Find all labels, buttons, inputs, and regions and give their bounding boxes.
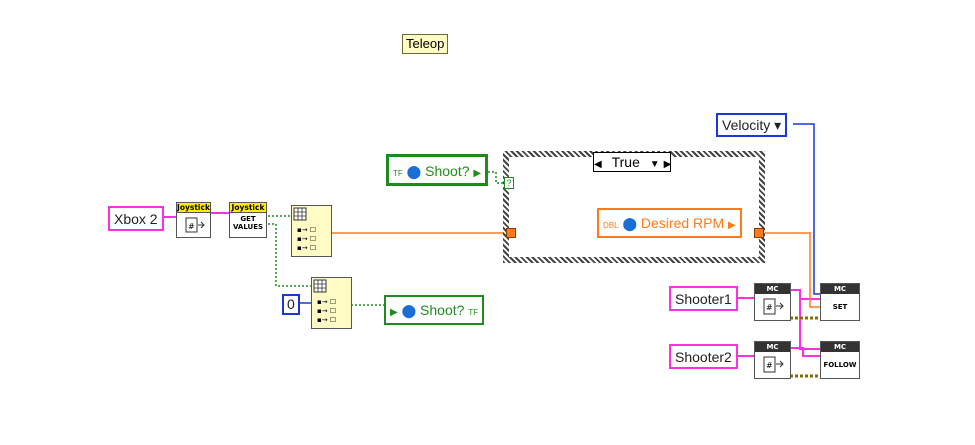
velocity-mode-ring[interactable]: Velocity ▾ [716,113,788,137]
svg-text:#: # [766,303,773,312]
mc2-refnum-wire [790,347,820,357]
desired-rpm-local[interactable]: DBL ⬤ Desired RPM ▶ [597,208,742,238]
tf-icon: TF [468,308,479,317]
joystick-get-vi-header: Joystick [230,203,266,213]
joystick-get-values-vi[interactable]: Joystick GET VALUES [229,202,267,238]
cluster-grid-icon-2: ▪→ ☐ ▪→ ☐ ▪→ ☐ [313,279,336,324]
case-selector[interactable]: ◀ True ▼ ▶ [593,152,671,172]
globe-icon-read: ⬤ [406,164,422,179]
svg-text:▪→ ☐: ▪→ ☐ [317,298,336,306]
shoot-local-write[interactable]: ▶ ⬤ Shoot? TF [384,295,485,325]
index-zero-constant[interactable]: 0 [282,294,300,315]
mc-follow-vi[interactable]: MC FOLLOW [820,341,860,379]
case-input-tunnel [506,228,516,238]
arrow-right-icon: ▶ [390,307,398,318]
svg-text:#: # [766,361,773,370]
document-arrow-icon-mc2: # [763,356,784,373]
joystick-get-label-2: VALUES [232,223,264,231]
selector-dropdown-icon[interactable]: ▼ [649,159,660,170]
cluster-grid-icon: ▪→ ☐ ▪→ ☐ ▪→ ☐ [293,207,316,252]
shoot-write-label: Shoot? [420,302,465,318]
selector-right-icon[interactable]: ▶ [663,159,672,170]
shoot-read-label: Shoot? [425,163,470,179]
mc-set-vi[interactable]: MC SET [820,283,860,321]
svg-text:▪→ ☐: ▪→ ☐ [297,235,316,243]
numeric-type-icon: DBL [603,221,619,230]
case-boolean-tunnel: ? [504,177,514,189]
svg-text:▪→ ☐: ▪→ ☐ [297,244,316,252]
mc-open-1-header: MC [755,284,790,294]
case-structure-inner [509,157,759,257]
shoot-to-case-wire [488,171,505,184]
joystick-open-vi-header: Joystick [177,203,210,213]
svg-text:#: # [188,222,195,231]
selector-value: True [611,154,640,170]
unbundle-axes-node[interactable]: ▪→ ☐ ▪→ ☐ ▪→ ☐ [291,205,332,257]
svg-text:▪→ ☐: ▪→ ☐ [317,307,336,315]
mc-follow-header: MC [821,342,859,352]
joystick-get-label-1: GET [240,215,256,223]
axes-to-unbundle2-wire [268,223,312,287]
mc-follow-label: FOLLOW [823,361,857,369]
xbox-controller-control[interactable]: Xbox 2 [108,206,164,231]
desired-rpm-label: Desired RPM [640,215,725,231]
teleop-label: Teleop [402,34,449,54]
globe-icon-rpm: ⬤ [622,216,638,231]
arrow-right-icon-rpm: ▶ [728,220,736,231]
dropdown-arrow-icon[interactable]: ▾ [774,117,782,133]
document-arrow-icon-mc1: # [763,298,784,315]
document-arrow-icon: # [185,217,205,233]
mc-open-vi-2[interactable]: MC # [754,341,791,379]
velocity-label: Velocity [722,117,771,133]
shooter1-control[interactable]: Shooter1 [669,286,738,311]
shooter2-control[interactable]: Shooter2 [669,344,738,369]
arrow-right-icon-read: ▶ [473,168,482,179]
mc-set-label: SET [832,303,848,311]
joystick-open-vi[interactable]: Joystick # [176,202,211,238]
selector-left-icon[interactable]: ◀ [594,159,602,170]
case-structure[interactable] [503,151,765,263]
unbundle-buttons-node[interactable]: ▪→ ☐ ▪→ ☐ ▪→ ☐ [311,277,352,329]
mc-open-vi-1[interactable]: MC # [754,283,791,321]
globe-icon: ⬤ [401,303,417,318]
case-output-tunnel [754,228,764,238]
svg-text:▪→ ☐: ▪→ ☐ [297,226,316,234]
tf-icon-read: TF [393,169,403,178]
velocity-wire [793,123,820,295]
mc-open-2-header: MC [755,342,790,352]
rpm-out-wire [765,232,820,308]
mc-set-header: MC [821,284,859,294]
shoot-local-read[interactable]: TF ⬤ Shoot? ▶ [386,154,489,186]
svg-text:▪→ ☐: ▪→ ☐ [317,316,336,324]
